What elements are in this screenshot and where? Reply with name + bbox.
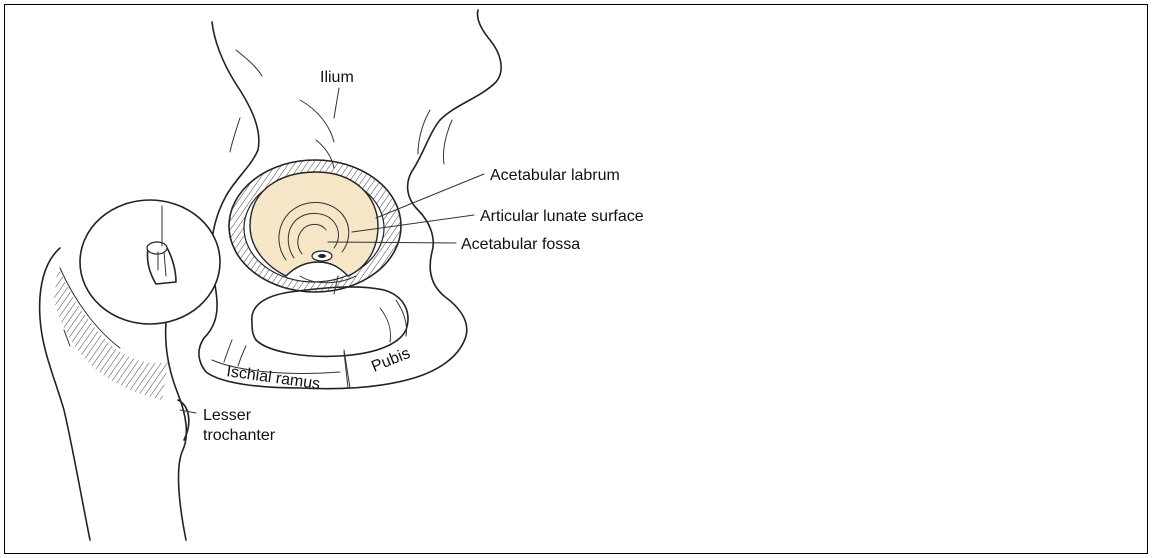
label-ilium: Ilium [320,69,354,86]
obturator-foramen [252,287,408,356]
acetabulum [229,160,401,294]
label-lesser-trochanter-line2: trochanter [203,427,276,444]
femoral-head [80,200,220,324]
label-acetabular-fossa: Acetabular fossa [461,236,580,253]
label-articular-lunate-surface: Articular lunate surface [480,208,644,225]
femur [40,200,220,540]
label-lesser-trochanter-line1: Lesser [203,407,252,424]
leader-ilium [334,88,339,118]
label-ischial-ramus: Ischial ramus [225,363,321,393]
label-acetabular-labrum: Acetabular labrum [490,167,620,184]
